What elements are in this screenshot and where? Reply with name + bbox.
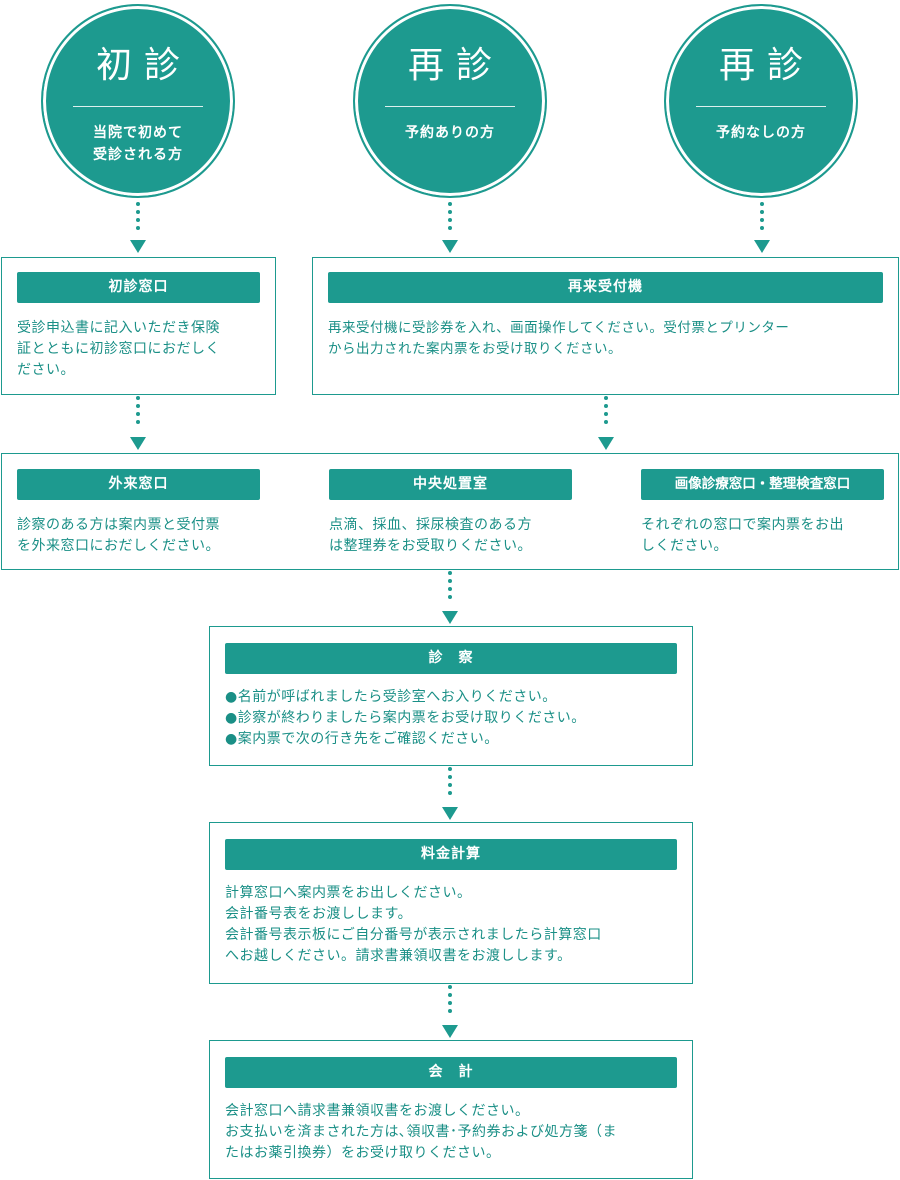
text-line: ださい。 <box>17 362 75 378</box>
circle-divider <box>385 106 515 107</box>
revisit-unreserved-circle: 再診 予約なしの方 <box>664 4 858 198</box>
first-visit-circle: 初診 当院で初めて 受診される方 <box>41 4 235 198</box>
revisit-machine-box: 再来受付機 再来受付機に受診券を入れ、画面操作してください。受付票とプリンター … <box>312 257 899 395</box>
arrow-down-icon <box>130 240 146 253</box>
text-line: しください。 <box>641 538 728 554</box>
central-treatment-text: 点滴、採血、採尿検査のある方 は整理券をお受取りください。 <box>329 515 589 557</box>
circle-subtitle: 予約ありの方 <box>355 122 545 144</box>
dotted-connector <box>136 396 140 428</box>
circle-subtitle-line: 当院で初めて <box>93 125 183 141</box>
text-line: ●名前が呼ばれましたら受診室へお入りください。 <box>225 689 557 705</box>
imaging-desk-text: それぞれの窓口で案内票をお出 しください。 <box>641 515 891 557</box>
reception-box: 外来窓口 診察のある方は案内票と受付票 を外来窓口におだしください。 中央処置室… <box>1 453 899 570</box>
circle-title: 初診 <box>95 45 192 86</box>
circle-divider <box>73 106 203 107</box>
first-visit-desk-text: 受診申込書に記入いただき保険 証とともに初診窓口におだしく ださい。 <box>17 318 267 381</box>
arrow-down-icon <box>442 611 458 624</box>
payment-box: 会 計 会計窓口へ請求書兼領収書をお渡しください。 お支払いを済まされた方は､領… <box>209 1040 693 1179</box>
imaging-desk-header: 画像診療窓口・整理検査窓口 <box>641 469 884 500</box>
arrow-down-icon <box>442 1025 458 1038</box>
text-line: 受診申込書に記入いただき保険 <box>17 320 220 336</box>
circle-subtitle-line: 予約なしの方 <box>716 125 806 141</box>
arrow-down-icon <box>442 240 458 253</box>
text-line: へお越しください。請求書兼領収書をお渡しします。 <box>225 948 572 964</box>
text-line: 計算窓口へ案内票をお出しください。 <box>225 885 472 901</box>
payment-text: 会計窓口へ請求書兼領収書をお渡しください。 お支払いを済まされた方は､領収書･予… <box>225 1101 690 1164</box>
revisit-reserved-circle: 再診 予約ありの方 <box>353 4 547 198</box>
examination-box: 診 察 ●名前が呼ばれましたら受診室へお入りください。 ●診察が終わりましたら案… <box>209 626 693 766</box>
circle-subtitle-line: 予約ありの方 <box>405 125 495 141</box>
dotted-connector <box>448 571 452 603</box>
billing-header: 料金計算 <box>225 839 677 870</box>
arrow-down-icon <box>754 240 770 253</box>
circle-title: 再診 <box>407 45 504 86</box>
dotted-connector <box>448 202 452 234</box>
examination-header: 診 察 <box>225 643 677 674</box>
text-line: ●診察が終わりましたら案内票をお受け取りください。 <box>225 710 586 726</box>
circle-subtitle: 当院で初めて 受診される方 <box>43 122 233 166</box>
text-line: たはお薬引換券）をお受け取りください。 <box>225 1145 501 1161</box>
arrow-down-icon <box>442 807 458 820</box>
arrow-down-icon <box>130 437 146 450</box>
text-line: 会計窓口へ請求書兼領収書をお渡しください。 <box>225 1103 530 1119</box>
text-line: 点滴、採血、採尿検査のある方 <box>329 517 532 533</box>
text-line: 再来受付機に受診券を入れ、画面操作してください。受付票とプリンター <box>328 320 790 336</box>
circle-divider <box>696 106 826 107</box>
text-line: から出力された案内票をお受け取りください。 <box>328 341 622 357</box>
dotted-connector <box>448 985 452 1017</box>
billing-text: 計算窓口へ案内票をお出しください。 会計番号表をお渡しします。 会計番号表示板に… <box>225 883 690 967</box>
first-visit-desk-box: 初診窓口 受診申込書に記入いただき保険 証とともに初診窓口におだしく ださい。 <box>1 257 276 395</box>
outpatient-desk-header: 外来窓口 <box>17 469 260 500</box>
central-treatment-header: 中央処置室 <box>329 469 572 500</box>
arrow-down-icon <box>598 437 614 450</box>
text-line: は整理券をお受取りください。 <box>329 538 532 554</box>
revisit-machine-text: 再来受付機に受診券を入れ、画面操作してください。受付票とプリンター から出力され… <box>328 318 893 360</box>
text-line: お支払いを済まされた方は､領収書･予約券および処方箋（ま <box>225 1124 617 1140</box>
revisit-machine-header: 再来受付機 <box>328 272 883 303</box>
text-line: 会計番号表示板にご自分番号が表示されましたら計算窓口 <box>225 927 602 943</box>
dotted-connector <box>760 202 764 234</box>
text-line: 会計番号表をお渡しします。 <box>225 906 413 922</box>
examination-text: ●名前が呼ばれましたら受診室へお入りください。 ●診察が終わりましたら案内票をお… <box>225 687 685 750</box>
dotted-connector <box>604 396 608 428</box>
text-line: ●案内票で次の行き先をご確認ください。 <box>225 731 499 747</box>
text-line: 診察のある方は案内票と受付票 <box>17 517 220 533</box>
text-line: それぞれの窓口で案内票をお出 <box>641 517 844 533</box>
text-line: 証とともに初診窓口におだしく <box>17 341 220 357</box>
dotted-connector <box>136 202 140 234</box>
dotted-connector <box>448 767 452 799</box>
first-visit-desk-header: 初診窓口 <box>17 272 260 303</box>
billing-box: 料金計算 計算窓口へ案内票をお出しください。 会計番号表をお渡しします。 会計番… <box>209 822 693 984</box>
circle-subtitle: 予約なしの方 <box>666 122 856 144</box>
payment-header: 会 計 <box>225 1057 677 1088</box>
circle-subtitle-line: 受診される方 <box>93 147 183 163</box>
circle-title: 再診 <box>718 45 815 86</box>
text-line: を外来窓口におだしください。 <box>17 538 220 554</box>
outpatient-desk-text: 診察のある方は案内票と受付票 を外来窓口におだしください。 <box>17 515 277 557</box>
